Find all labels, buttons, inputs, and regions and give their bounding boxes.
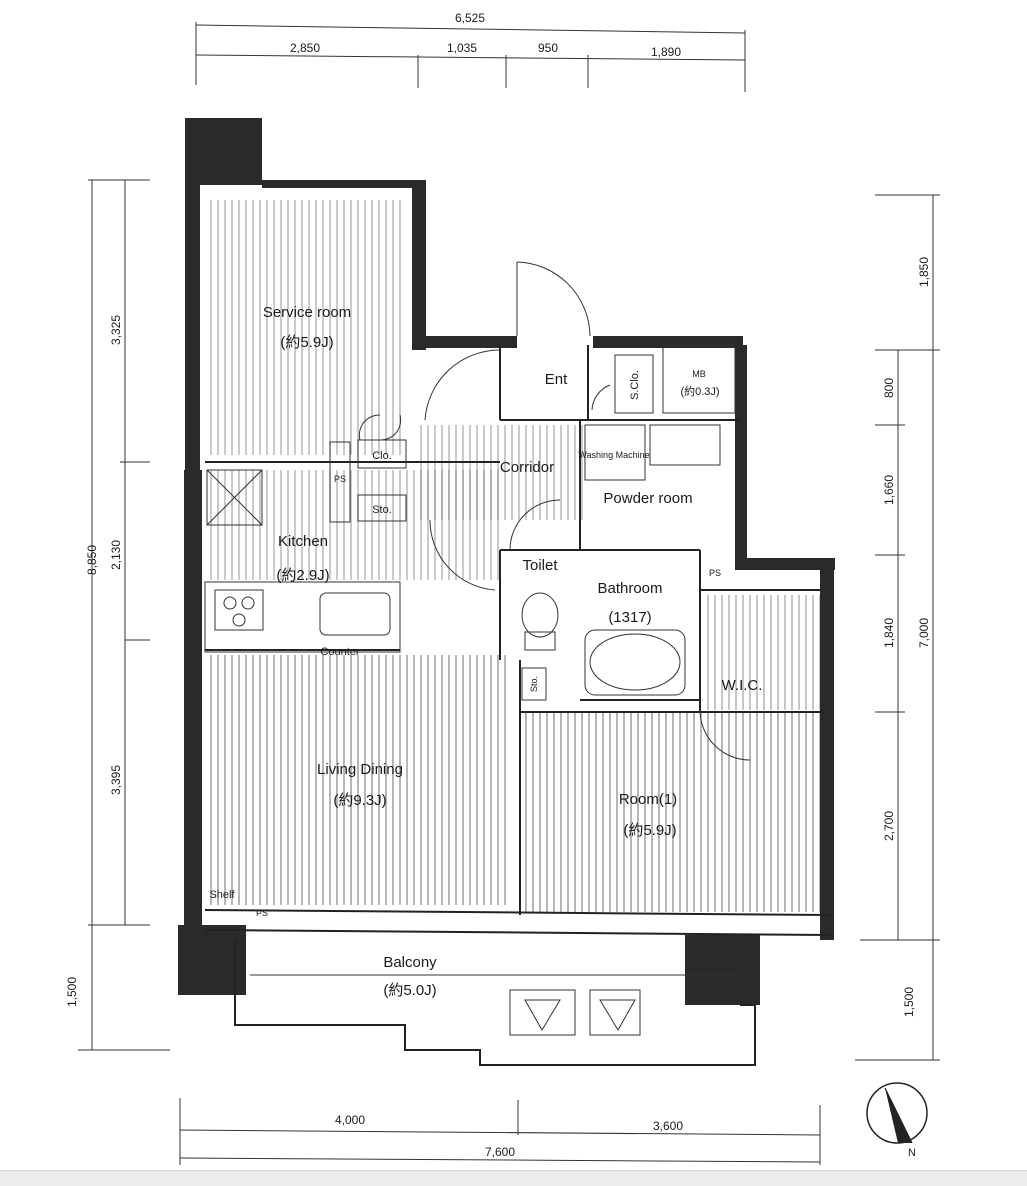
dim-left-seg-2: 2,130: [109, 540, 123, 570]
living-dining-area: (約9.3J): [333, 792, 386, 809]
dim-top-total: 6,525: [455, 11, 485, 25]
mb-area: (約0.3J): [680, 384, 719, 398]
footer-strip: [0, 1170, 1027, 1186]
left-dimensions: 8,850 3,325 2,130 3,395 1,500: [65, 179, 170, 1051]
service-room-label: Service room: [263, 304, 351, 321]
dim-left-seg-3: 3,395: [109, 765, 123, 795]
shelf-label: Shelf: [209, 889, 235, 901]
kitchen-area: (約2.9J): [276, 567, 329, 584]
room1-label: Room(1): [619, 791, 677, 808]
shoe-closet-label: S.Clo.: [629, 370, 641, 400]
dim-top-seg-2: 1,035: [447, 41, 477, 55]
washing-machine-label: Washing Machine: [578, 450, 649, 460]
compass-north-label: N: [908, 1147, 916, 1159]
wic-label: W.I.C.: [722, 677, 763, 694]
ps-top-label: PS: [334, 474, 346, 484]
service-room-area: (約5.9J): [280, 334, 333, 351]
dim-top-seg-4: 1,890: [651, 45, 681, 59]
dim-right-seg-3: 1,660: [882, 475, 896, 505]
dim-right-seg-4: 1,840: [882, 618, 896, 648]
balcony-area: (約5.0J): [383, 982, 436, 999]
powder-room-label: Powder room: [603, 490, 692, 507]
entrance-label: Ent: [545, 371, 568, 388]
floor-areas: [205, 200, 825, 912]
living-dining-label: Living Dining: [317, 761, 403, 778]
dim-right-seg-2: 800: [882, 378, 896, 398]
closet-label: Clo.: [372, 450, 392, 462]
balcony-label: Balcony: [383, 954, 437, 971]
dim-top-seg-3: 950: [538, 41, 558, 55]
dim-left-seg-1: 3,325: [109, 315, 123, 345]
dim-bottom-total: 7,600: [485, 1145, 515, 1159]
dim-top-seg-1: 2,850: [290, 41, 320, 55]
bathroom-label: Bathroom: [597, 580, 662, 597]
balcony-area: [234, 940, 756, 1066]
room-labels: Service room (約5.9J) Ent S.Clo. MB (約0.3…: [209, 304, 762, 999]
corridor-label: Corridor: [500, 459, 554, 476]
storage-top-label: Sto.: [372, 504, 392, 516]
right-dimensions: 1,850 800 1,660 1,840 2,700 7,000 1,500: [855, 194, 940, 1061]
room1-area: (約5.9J): [623, 822, 676, 839]
mb-label: MB: [692, 369, 706, 379]
dim-bottom-seg-2: 3,600: [653, 1119, 683, 1133]
toilet-label: Toilet: [522, 557, 558, 574]
structural-walls: [178, 118, 835, 1005]
dim-left-balcony: 1,500: [65, 977, 79, 1007]
dim-right-seg-1: 1,850: [917, 257, 931, 287]
fixtures: [204, 424, 721, 701]
dim-right-total: 7,000: [917, 618, 931, 648]
ps-bottom-label: PS: [256, 908, 268, 918]
dim-left-total: 8,850: [85, 545, 99, 575]
interior-walls: [204, 344, 831, 936]
doors: [358, 261, 751, 761]
top-dimensions: 6,525 2,850 1,035 950 1,890: [195, 11, 746, 92]
counter-label: Counter: [320, 646, 359, 658]
ps-right-label: PS: [709, 568, 721, 578]
dim-right-balcony: 1,500: [902, 987, 916, 1017]
bathroom-area: (1317): [608, 609, 651, 626]
compass-icon: N: [866, 1082, 928, 1159]
storage-mid-label: Sto.: [529, 676, 539, 692]
kitchen-label: Kitchen: [278, 533, 328, 550]
dim-bottom-seg-1: 4,000: [335, 1113, 365, 1127]
bottom-dimensions: 4,000 3,600 7,600: [179, 1098, 821, 1165]
dim-right-seg-5: 2,700: [882, 811, 896, 841]
